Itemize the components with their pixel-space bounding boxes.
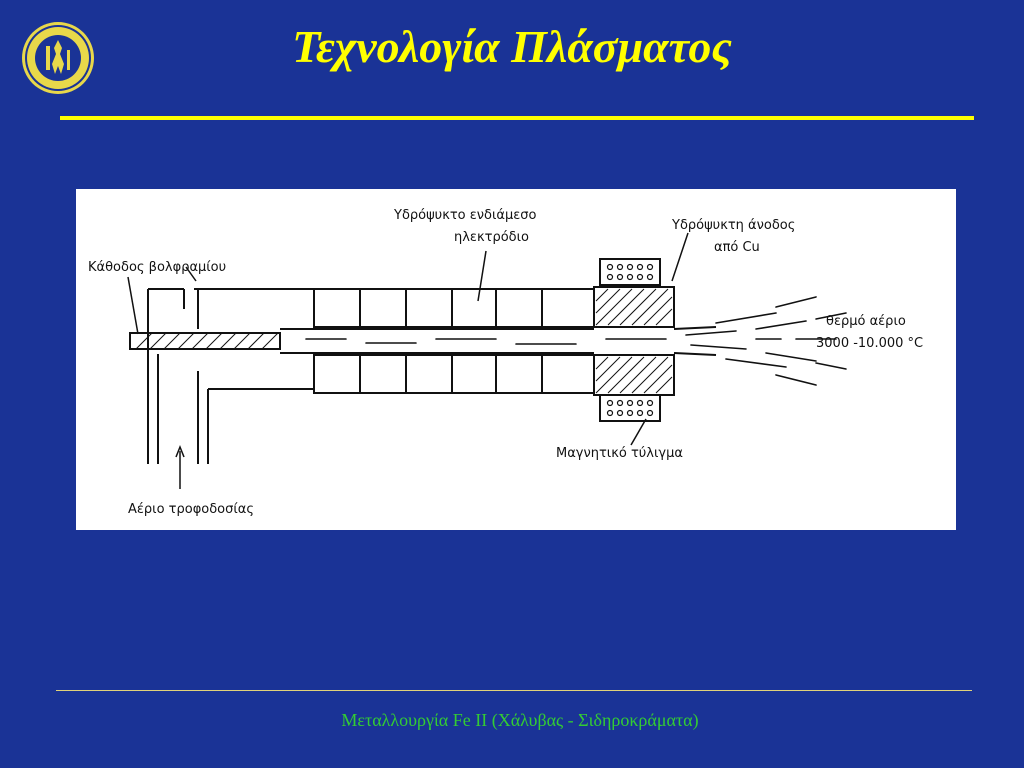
label-intermediate-electrode-1: Υδρόψυκτο ενδιάμεσο [393,208,537,223]
slide-title: Τεχνολογία Πλάσματος [292,21,732,72]
university-seal-logo [20,20,96,96]
label-feed-gas: Αέριο τροφοδοσίας [128,502,254,517]
label-anode-1: Υδρόψυκτη άνοδος [671,218,795,233]
label-magnetic-coil: Μαγνητικό τύλιγμα [556,446,683,461]
label-cathode: Κάθοδος βολφραμίου [88,260,226,275]
title-divider [60,116,974,120]
label-intermediate-electrode-2: ηλεκτρόδιο [454,230,529,245]
label-temperature: 3000 -10.000 °C [816,336,923,351]
label-anode-2: από Cu [714,240,760,255]
plasma-torch-diagram: Κάθοδος βολφραμίου Υδρόψυκτο ενδιάμεσο η… [76,189,956,530]
footer-divider [56,690,972,691]
slide-footer: Μεταλλουργία Fe II (Χάλυβας - Σιδηροκράμ… [341,710,699,730]
label-hot-gas: θερμό αέριο [826,314,906,329]
